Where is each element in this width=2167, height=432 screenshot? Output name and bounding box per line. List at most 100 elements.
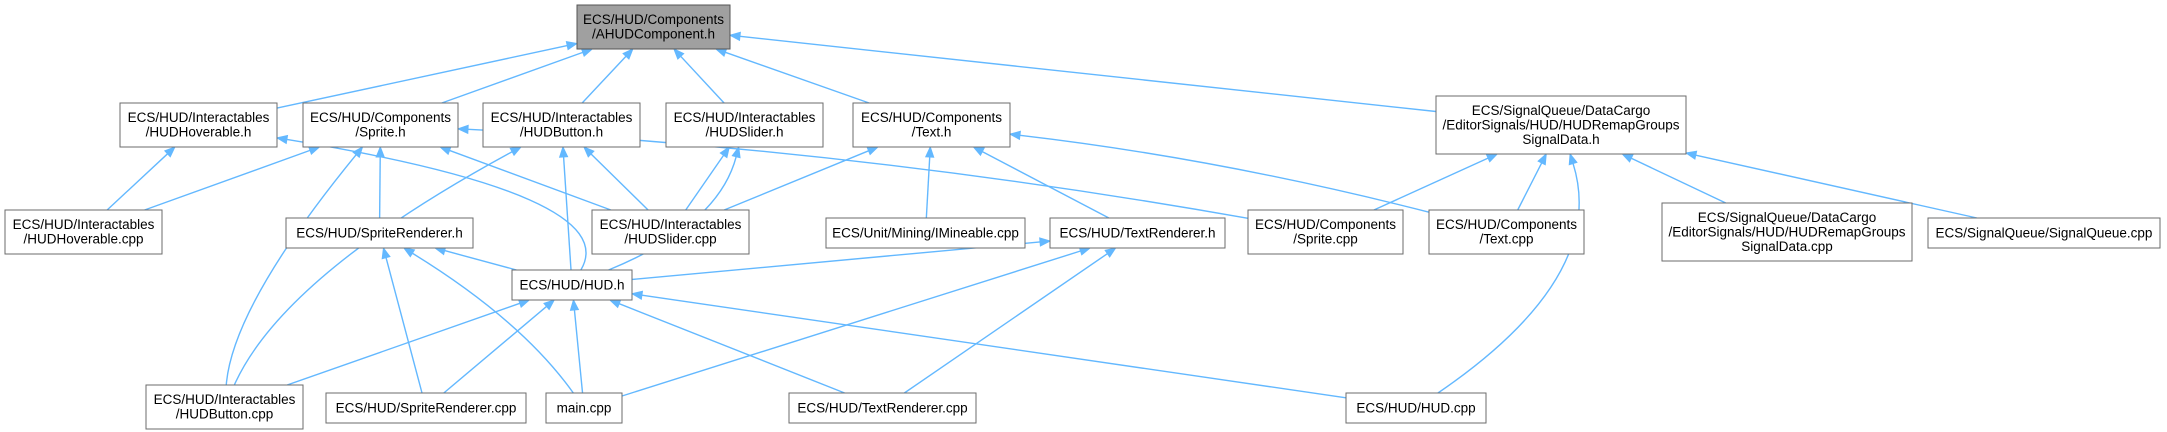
arrowhead-hud_h-to-textrenderer_h: [1039, 237, 1052, 247]
node-box: [145, 384, 304, 430]
node-button-cpp[interactable]: ECS/HUD/Interactables/HUDButton.cpp: [145, 384, 304, 430]
edge-textrenderer_h-to-text_h: [981, 151, 1110, 219]
node-box: [4, 209, 163, 255]
arrowhead-hoverable_cpp-to-sprite_h: [307, 146, 321, 156]
arrowhead-button_h-to-ahud: [622, 48, 634, 60]
node-spriterenderer-h[interactable]: ECS/HUD/SpriteRenderer.h: [285, 217, 474, 249]
arrowhead-hud_h-to-slider_h: [731, 145, 741, 159]
node-imineable-cpp[interactable]: ECS/Unit/Mining/IMineable.cpp: [825, 217, 1026, 249]
node-label: /Sprite.cpp: [1293, 232, 1358, 247]
node-text-h[interactable]: ECS/HUD/Components/Text.h: [852, 102, 1011, 148]
edge-button_cpp-to-sprite_h: [225, 154, 357, 386]
edge-slider_cpp-to-sprite_h: [449, 149, 612, 211]
node-hoverable-cpp[interactable]: ECS/HUD/Interactables/HUDHoverable.cpp: [4, 209, 163, 255]
node-label: /HUDButton.h: [520, 125, 603, 140]
edge-button_cpp-to-button_h: [233, 151, 513, 386]
arrowhead-remap_h-to-ahud: [728, 31, 741, 42]
arrowhead-textrenderer_cpp-to-textrenderer_h: [1104, 247, 1117, 258]
node-box: [1345, 392, 1487, 424]
node-label: SignalData.h: [1522, 132, 1599, 147]
edge-remap_cpp-to-remap_h: [1630, 157, 1727, 204]
arrowhead-button_cpp-to-hud_h: [517, 299, 531, 308]
graph-nodes: ECS/HUD/Components/AHUDComponent.hECS/HU…: [4, 4, 2161, 430]
node-box: [852, 102, 1011, 148]
node-box: [511, 269, 633, 301]
node-box: [825, 217, 1026, 249]
node-label: ECS/HUD/Interactables: [154, 392, 296, 407]
node-signalqueue-cpp[interactable]: ECS/SignalQueue/SignalQueue.cpp: [1927, 217, 2161, 249]
node-main-cpp[interactable]: main.cpp: [545, 392, 623, 424]
node-text-cpp[interactable]: ECS/HUD/Components/Text.cpp: [1428, 209, 1585, 255]
node-box: [1247, 209, 1404, 255]
arrowhead-imineable_cpp-to-text_h: [924, 145, 935, 158]
node-label: ECS/HUD/Interactables: [13, 217, 155, 232]
node-sprite-h[interactable]: ECS/HUD/Components/Sprite.h: [302, 102, 459, 148]
node-label: ECS/HUD/Interactables: [600, 217, 742, 232]
arrowhead-button_cpp-to-button_h: [509, 146, 523, 157]
arrowhead-sprite_cpp-to-sprite_h: [456, 124, 469, 135]
node-box: [788, 392, 977, 424]
arrowhead-slider_cpp-to-slider_h: [719, 145, 731, 159]
node-label: /HUDHoverable.cpp: [23, 232, 143, 247]
node-label: ECS/Unit/Mining/IMineable.cpp: [832, 225, 1019, 240]
node-box: [285, 217, 474, 249]
edge-hoverable_h-to-ahud: [276, 44, 568, 109]
edge-sprite_h-to-ahud: [441, 51, 584, 104]
graph-edges: [106, 31, 1978, 399]
arrowhead-slider_h-to-ahud: [673, 48, 685, 60]
edge-button_h-to-ahud: [581, 55, 627, 104]
arrowhead-slider_cpp-to-button_h: [582, 146, 595, 158]
arrowhead-signalqueue_cpp-to-remap_h: [1684, 150, 1698, 160]
node-label: /HUDSlider.cpp: [624, 232, 716, 247]
node-box: [482, 102, 641, 148]
edge-button_cpp-to-hud_h: [286, 302, 521, 386]
node-label: ECS/HUD/Interactables: [128, 110, 270, 125]
arrowhead-hud_h-to-button_h: [558, 145, 569, 158]
node-hoverable-h[interactable]: ECS/HUD/Interactables/HUDHoverable.h: [119, 102, 278, 148]
node-label: ECS/HUD/Components: [1436, 217, 1577, 232]
node-box: [325, 392, 527, 424]
node-remap-h[interactable]: ECS/SignalQueue/DataCargo/EditorSignals/…: [1435, 95, 1687, 155]
edge-main_cpp-to-hud_h: [573, 309, 584, 394]
node-label: main.cpp: [557, 400, 612, 415]
node-textrenderer-h[interactable]: ECS/HUD/TextRenderer.h: [1049, 217, 1226, 249]
edge-spriterenderer_cpp-to-spriterenderer_h: [385, 257, 423, 394]
arrowhead-remap_cpp-to-remap_h: [1621, 153, 1634, 163]
node-label: /Text.h: [912, 125, 952, 140]
node-slider-h[interactable]: ECS/HUD/Interactables/HUDSlider.h: [665, 102, 824, 148]
arrowhead-text_cpp-to-text_h: [1008, 130, 1021, 141]
node-box: [302, 102, 459, 148]
node-sprite-cpp[interactable]: ECS/HUD/Components/Sprite.cpp: [1247, 209, 1404, 255]
node-remap-cpp[interactable]: ECS/SignalQueue/DataCargo/EditorSignals/…: [1661, 202, 1913, 262]
node-label: /EditorSignals/HUD/HUDRemapGroups: [1668, 224, 1905, 239]
node-hud-cpp[interactable]: ECS/HUD/HUD.cpp: [1345, 392, 1487, 424]
arrowhead-sprite_h-to-ahud: [580, 48, 594, 58]
arrowhead-hud_cpp-to-hud_h: [630, 290, 644, 300]
node-label: ECS/HUD/Interactables: [491, 110, 633, 125]
node-spriterenderer-cpp[interactable]: ECS/HUD/SpriteRenderer.cpp: [325, 392, 527, 424]
edge-signalqueue_cpp-to-remap_h: [1695, 154, 1978, 219]
node-label: /EditorSignals/HUD/HUDRemapGroups: [1442, 117, 1679, 132]
edge-slider_cpp-to-text_h: [723, 150, 869, 211]
node-button-h[interactable]: ECS/HUD/Interactables/HUDButton.h: [482, 102, 641, 148]
node-label: ECS/SignalQueue/SignalQueue.cpp: [1936, 225, 2153, 240]
node-hud-h[interactable]: ECS/HUD/HUD.h: [511, 269, 633, 301]
node-label: /Sprite.h: [355, 125, 405, 140]
node-label: SignalData.cpp: [1741, 239, 1833, 254]
node-box: [576, 4, 731, 50]
edge-slider_h-to-ahud: [680, 55, 725, 104]
edge-text_h-to-ahud: [725, 51, 870, 104]
edge-textrenderer_cpp-to-hud_h: [618, 303, 845, 394]
node-ahud[interactable]: ECS/HUD/Components/AHUDComponent.h: [576, 4, 731, 50]
node-label: ECS/HUD/Components: [583, 12, 724, 27]
edge-textrenderer_cpp-to-textrenderer_h: [903, 253, 1108, 394]
edge-hoverable_cpp-to-hoverable_h: [106, 153, 169, 211]
node-label: ECS/HUD/HUD.cpp: [1356, 400, 1475, 415]
node-label: ECS/HUD/HUD.h: [519, 277, 624, 292]
arrowhead-hud_h-to-hoverable_h: [275, 134, 289, 145]
arrowhead-main_cpp-to-spriterenderer_h: [402, 247, 416, 258]
node-slider-cpp[interactable]: ECS/HUD/Interactables/HUDSlider.cpp: [591, 209, 750, 255]
node-textrenderer-cpp[interactable]: ECS/HUD/TextRenderer.cpp: [788, 392, 977, 424]
edge-text_cpp-to-remap_h: [1517, 162, 1543, 211]
edge-spriterenderer_h-to-sprite_h: [378, 156, 381, 219]
